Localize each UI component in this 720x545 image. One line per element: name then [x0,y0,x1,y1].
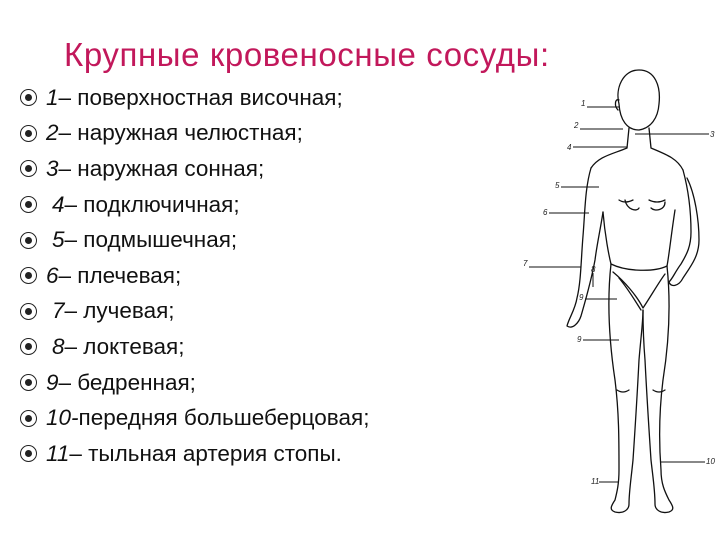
bullet-icon [20,445,37,463]
item-number: 10- [46,405,79,431]
figure-label: 11 [591,477,599,486]
item-text: – лучевая; [64,298,175,324]
item-number: 1 [46,84,59,110]
bullet-icon [20,267,37,285]
list-item: 6 – плечевая; [20,258,520,294]
item-number: 9 [46,369,59,395]
item-number: 3 [46,155,59,181]
list-item: 7 – лучевая; [20,294,520,330]
item-text: – наружная сонная; [58,155,265,181]
figure-label: 3 [710,130,715,139]
figure-labels: 1 2 3 4 5 6 7 8 9 9 10 11 [523,99,715,486]
item-text: – подключичная; [64,191,240,217]
item-number: 2 [46,120,59,146]
item-number: 6 [46,262,59,288]
item-text: – подмышечная; [64,227,238,253]
figure-label: 9 [579,293,584,302]
bullet-icon [20,374,37,392]
body-diagram: 1 2 3 4 5 6 7 8 9 9 10 11 [523,69,715,514]
item-text: – локтевая; [64,333,185,359]
item-number: 4 [52,191,65,217]
bullet-icon [20,89,37,107]
list-item: 2 – наружная челюстная; [20,116,520,152]
list-item: 11 – тыльная артерия стопы. [20,436,520,472]
item-text: – наружная челюстная; [58,120,303,146]
item-number: 7 [52,298,65,324]
item-text: – плечевая; [58,262,182,288]
item-text: – бедренная; [58,369,196,395]
item-text: – тыльная артерия стопы. [69,440,342,466]
item-number: 11 [46,440,70,466]
list-item: 10- передняя большеберцовая; [20,400,520,436]
bullet-icon [20,160,37,178]
figure-label: 10 [706,457,715,466]
bullet-icon [20,338,37,356]
list-item: 8 – локтевая; [20,329,520,365]
figure-label: 6 [543,208,548,217]
list-item: 3 – наружная сонная; [20,151,520,187]
figure-label: 7 [523,259,528,268]
figure-label: 8 [591,265,596,274]
figure-label: 5 [555,181,560,190]
figure-label: 9 [577,335,582,344]
list-item: 4 – подключичная; [20,187,520,223]
slide-title: Крупные кровеносные сосуды: [64,36,550,74]
vessel-list: 1 – поверхностная височная; 2 – наружная… [20,80,520,472]
vessel-pointers [529,106,709,483]
bullet-icon [20,124,37,142]
figure-label: 4 [567,143,572,152]
figure-label: 2 [573,121,579,130]
bullet-icon [20,231,37,249]
item-number: 8 [52,333,65,359]
body-figure: 1 2 3 4 5 6 7 8 9 9 10 11 [515,60,720,540]
bullet-icon [20,196,37,214]
body-outline [566,69,700,514]
item-text: передняя большеберцовая; [78,405,370,431]
list-item: 1 – поверхностная височная; [20,80,520,116]
list-item: 9 – бедренная; [20,365,520,401]
item-number: 5 [52,227,65,253]
figure-label: 1 [581,99,585,108]
list-item: 5 – подмышечная; [20,222,520,258]
bullet-icon [20,409,37,427]
item-text: – поверхностная височная; [58,84,343,110]
bullet-icon [20,302,37,320]
